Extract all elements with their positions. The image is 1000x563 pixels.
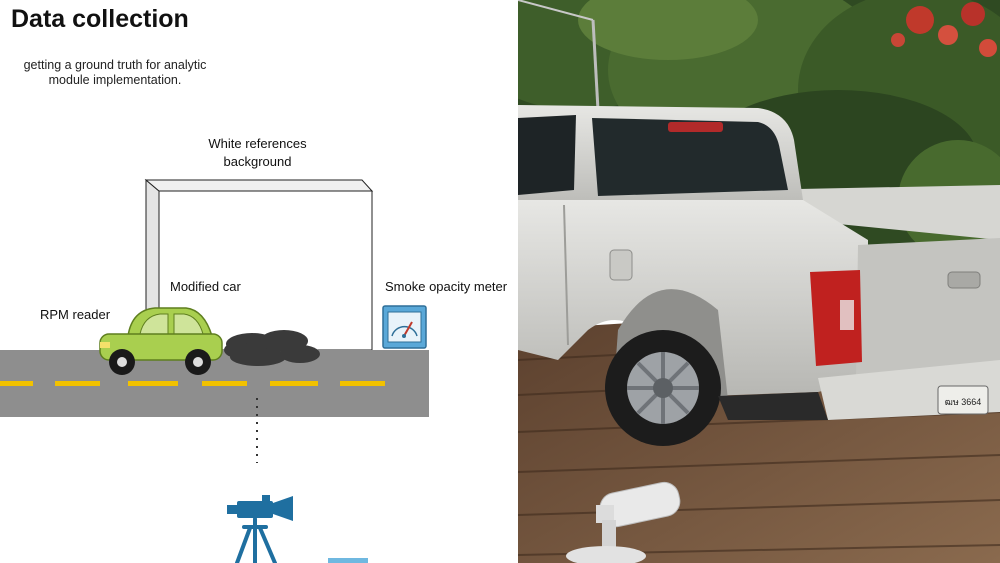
road bbox=[0, 350, 429, 417]
lane-markings bbox=[0, 381, 385, 386]
photo-panel: ฒษ 3664 bbox=[518, 0, 1000, 563]
label-smoke-meter: Smoke opacity meter bbox=[385, 279, 508, 294]
smoke-cloud-icon bbox=[224, 330, 320, 366]
label-modified-car: Modified car bbox=[170, 279, 241, 294]
tripod-icon bbox=[235, 517, 277, 563]
monitor-edge-icon bbox=[328, 558, 368, 563]
car-icon bbox=[99, 307, 223, 375]
page-title: Data collection bbox=[11, 5, 189, 33]
camera-icon bbox=[227, 495, 293, 521]
license-plate: ฒษ 3664 bbox=[945, 397, 982, 407]
diagram-panel: Data collection getting a ground truth f… bbox=[0, 5, 508, 563]
page-subtitle: getting a ground truth for analytic modu… bbox=[23, 58, 207, 87]
gauge-icon bbox=[382, 305, 427, 349]
label-rpm-reader: RPM reader bbox=[40, 307, 111, 322]
diagram-drawing bbox=[0, 178, 429, 563]
label-white-reference: White references background bbox=[208, 136, 307, 169]
cctv-camera-icon bbox=[566, 481, 681, 563]
pickup-truck bbox=[518, 105, 1000, 446]
pickup-truck-photo: ฒษ 3664 bbox=[518, 0, 1000, 563]
